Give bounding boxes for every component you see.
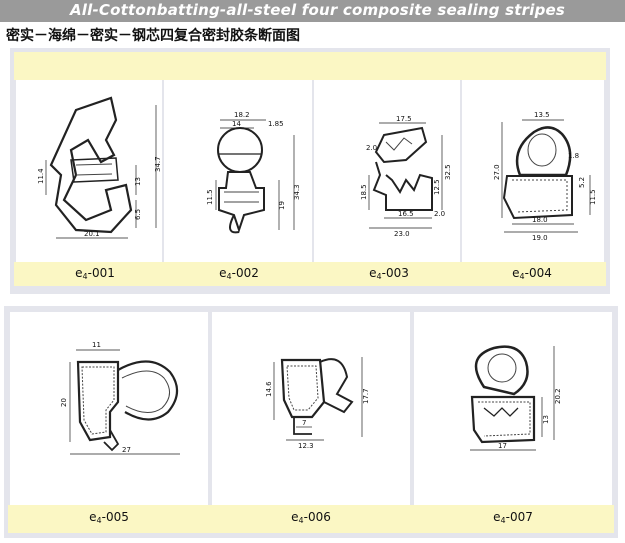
dim-label: 1.8 <box>568 152 579 160</box>
dim-label: 18.5 <box>360 184 368 200</box>
product-code-001: e4-001 <box>75 266 115 281</box>
dim-label: 17.5 <box>396 115 412 123</box>
cell-003 <box>314 80 460 262</box>
product-code-004: e4-004 <box>512 266 552 281</box>
section-drawing-007: 20.2 13 17 <box>470 345 562 451</box>
dim-label: 17 <box>498 442 507 450</box>
dim-label: 2.0 <box>366 144 377 152</box>
product-code-007: e4-007 <box>493 510 533 525</box>
top-strip-upper <box>14 52 606 80</box>
dim-label: 27.0 <box>493 164 501 180</box>
title-banner: All-Cottonbatting-all-steel four composi… <box>0 0 625 22</box>
product-code-005: e4-005 <box>89 510 129 525</box>
cell-006 <box>212 312 410 505</box>
dim-label: 20.1 <box>84 230 100 238</box>
dim-label: 2.0 <box>434 210 445 218</box>
cell-005 <box>10 312 208 505</box>
dim-label: 34.3 <box>293 184 301 200</box>
dim-label: 20.2 <box>554 388 562 404</box>
dim-label: 7 <box>302 419 306 427</box>
dim-label: 11 <box>92 341 101 349</box>
section-drawing-003: 17.5 2.0 12.5 32.5 18.5 16.5 2.0 23.0 <box>360 115 452 238</box>
product-code-003: e4-003 <box>369 266 409 281</box>
dim-label: 11.5 <box>589 189 597 205</box>
title-chinese: 密实－海绵－密实－钢芯四复合密封胶条断面图 <box>6 28 300 44</box>
dim-label: 13 <box>134 177 142 186</box>
dim-label: 5.2 <box>578 177 586 188</box>
dim-label: 13 <box>542 415 550 424</box>
section-drawing-006: 14.6 17.7 7 12.3 <box>265 357 370 450</box>
dim-label: 1.85 <box>268 120 284 128</box>
dim-label: 20 <box>60 398 68 407</box>
dim-label: 32.5 <box>444 164 452 180</box>
section-drawing-001: 34.7 11.4 13 6.5 20.1 <box>37 96 162 239</box>
dim-label: 27 <box>122 446 131 454</box>
dim-label: 18.0 <box>532 216 548 224</box>
section-drawing-002: 18.2 14 1.85 34.3 11.5 19 <box>206 111 301 234</box>
dim-label: 19.0 <box>532 234 548 242</box>
title-english: All-Cottonbatting-all-steel four composi… <box>70 1 566 19</box>
dim-label: 13.5 <box>534 111 550 119</box>
dim-label: 12.5 <box>433 179 441 195</box>
section-drawing-004: 13.5 1.8 27.0 5.2 11.5 18.0 19.0 <box>493 111 597 242</box>
dim-label: 11.5 <box>206 189 214 205</box>
dim-label: 17.7 <box>362 388 370 404</box>
cell-007 <box>414 312 612 505</box>
dim-label: 11.4 <box>37 168 45 184</box>
dim-label: 18.2 <box>234 111 250 119</box>
dim-label: 12.3 <box>298 442 314 450</box>
top-strip-lower <box>14 262 606 286</box>
dim-label: 6.5 <box>134 209 142 220</box>
dim-label: 19 <box>278 201 286 210</box>
dim-label: 16.5 <box>398 210 414 218</box>
product-code-006: e4-006 <box>291 510 331 525</box>
bottom-strip-lower <box>8 505 614 533</box>
dim-label: 14.6 <box>265 381 273 397</box>
product-code-002: e4-002 <box>219 266 259 281</box>
dim-label: 34.7 <box>154 156 162 172</box>
dim-label: 14 <box>232 120 241 128</box>
dim-label: 23.0 <box>394 230 410 238</box>
section-drawing-005: 11 20 27 <box>60 341 180 455</box>
